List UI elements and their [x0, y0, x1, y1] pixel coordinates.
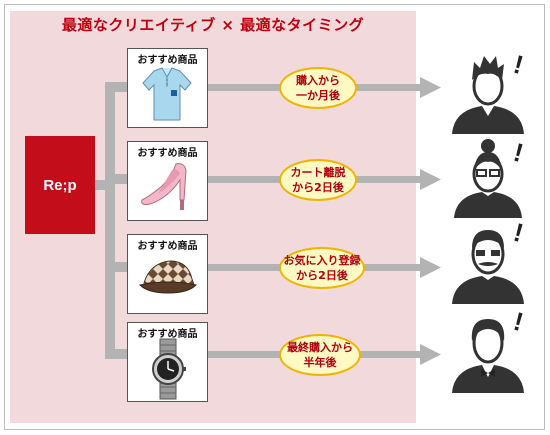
branch-1 — [105, 82, 127, 92]
arrow-head-1 — [420, 77, 441, 98]
arrow-head-2 — [420, 169, 441, 190]
timing-bubble-1: 購入から 一か月後 — [279, 67, 357, 109]
person-bowtie-icon: ! — [452, 307, 527, 393]
arrow-head-3 — [420, 257, 441, 278]
branch-3 — [105, 262, 127, 272]
svg-text:!: ! — [510, 137, 526, 168]
card-label: おすすめ商品 — [137, 329, 198, 340]
timing-bubble-3: お気に入り登録 から2日後 — [279, 247, 365, 289]
card-label: おすすめ商品 — [137, 148, 198, 159]
arrow-head-4 — [420, 344, 441, 365]
person-spiky-hair-icon: ! — [452, 50, 527, 134]
high-heel-shoe-icon — [141, 163, 187, 210]
svg-text:!: ! — [510, 50, 526, 80]
diagram-title: 最適なクリエイティブ × 最適なタイミング — [61, 16, 365, 34]
rep-source-box: Re;p — [25, 136, 95, 234]
vertical-connector — [105, 82, 115, 359]
person-glasses-mustache-icon: ! — [452, 218, 527, 304]
product-card-1: おすすめ商品 — [127, 48, 208, 128]
branch-4 — [105, 349, 127, 359]
argyle-cap-icon — [138, 260, 198, 294]
timing-bubble-2: カート離脱 から2日後 — [279, 159, 357, 201]
card-label: おすすめ商品 — [137, 241, 198, 252]
product-card-2: おすすめ商品 — [127, 141, 208, 221]
timing-bubble-4: 最終購入から 半年後 — [279, 334, 361, 376]
svg-text:!: ! — [510, 307, 526, 337]
product-card-3: おすすめ商品 — [127, 234, 208, 314]
polo-shirt-icon — [142, 67, 192, 121]
wristwatch-icon — [152, 338, 186, 400]
trunk-connector — [95, 180, 111, 190]
card-label: おすすめ商品 — [137, 55, 198, 66]
product-card-4: おすすめ商品 — [127, 322, 208, 402]
branch-2 — [105, 174, 127, 184]
svg-text:!: ! — [510, 218, 526, 248]
person-glasses-bun-icon: ! — [454, 137, 527, 218]
